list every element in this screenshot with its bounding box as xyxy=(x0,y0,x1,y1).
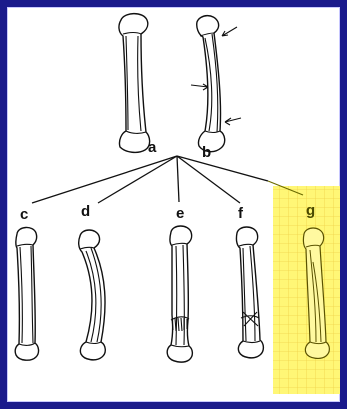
bone-a xyxy=(119,14,150,153)
label-f: f xyxy=(238,205,244,222)
arrow-icon xyxy=(222,27,237,36)
arrow-icon xyxy=(191,84,208,90)
bone-e xyxy=(167,226,192,362)
label-e: e xyxy=(176,205,184,222)
connector-lines xyxy=(32,156,303,203)
label-g: g xyxy=(306,202,315,219)
label-c: c xyxy=(20,206,28,223)
label-b: b xyxy=(202,144,211,161)
arrow-icon xyxy=(225,118,241,125)
label-d: d xyxy=(81,203,90,220)
label-a: a xyxy=(148,139,157,156)
bone-f xyxy=(236,227,263,358)
bone-b xyxy=(197,16,225,152)
bone-c xyxy=(15,227,38,360)
bone-d xyxy=(79,230,106,360)
